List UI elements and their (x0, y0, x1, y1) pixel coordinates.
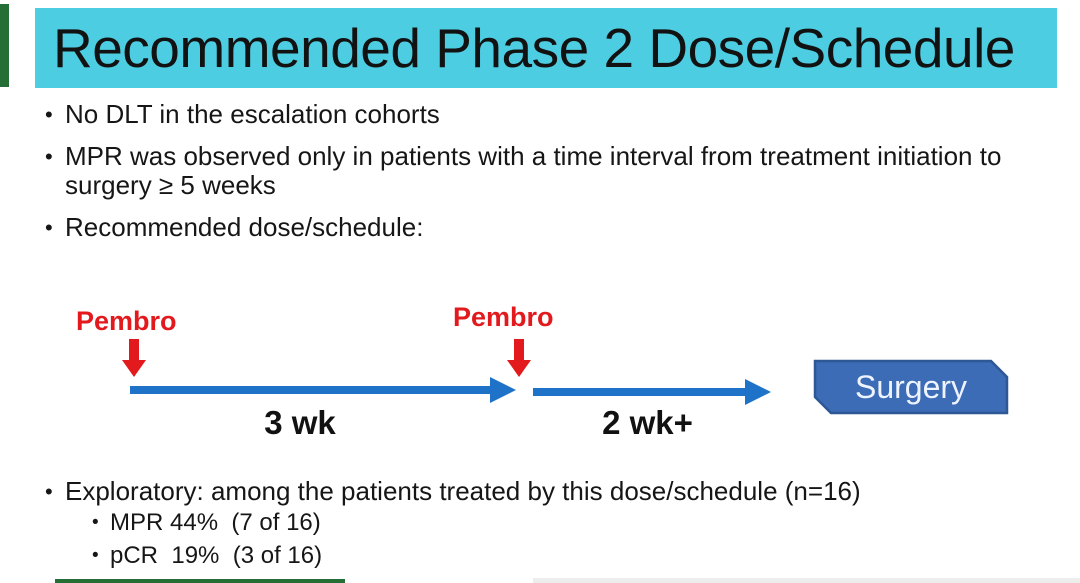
bullet-recommended-dose: • Recommended dose/schedule: (45, 213, 945, 242)
green-edge-bar-top-left (0, 4, 9, 87)
surgery-label: Surgery (854, 368, 968, 405)
bullet-text: Recommended dose/schedule: (65, 212, 424, 242)
bullet-dot: • (45, 215, 53, 240)
bullet-dot: • (45, 102, 53, 127)
bullet-mpr-interval: • MPR was observed only in patients with… (45, 142, 1020, 200)
title-bar: Recommended Phase 2 Dose/Schedule (35, 8, 1057, 88)
bullet-exploratory: • Exploratory: among the patients treate… (45, 477, 1035, 506)
surgery-shape (813, 359, 1009, 415)
bullet-dot: • (45, 144, 53, 169)
timeline-arrow-icon-2 (533, 378, 771, 406)
bullet-text: MPR was observed only in patients with a… (65, 141, 1009, 200)
bullet-dot: • (92, 512, 99, 533)
gray-edge-bar-bottom-right (533, 578, 1080, 583)
timeline-arrow-icon-1 (130, 376, 516, 404)
pembro-dose-2-label: Pembro (453, 302, 554, 332)
bullet-text: Exploratory: among the patients treated … (65, 476, 861, 506)
sub-bullet-text: MPR 44% (7 of 16) (110, 509, 321, 536)
bullet-dot: • (45, 479, 53, 504)
bullet-text: No DLT in the escalation cohorts (65, 99, 440, 129)
bullet-dot: • (92, 545, 99, 566)
green-edge-bar-bottom (55, 579, 345, 583)
interval-1-label: 3 wk (264, 404, 336, 441)
bullet-no-dlt: • No DLT in the escalation cohorts (45, 100, 1025, 129)
surgery-node: Surgery (813, 359, 1009, 415)
page-title: Recommended Phase 2 Dose/Schedule (53, 17, 1015, 79)
pembro-down-arrow-icon-2 (503, 339, 535, 377)
sub-bullet-mpr: • MPR 44% (7 of 16) (92, 509, 592, 536)
pembro-dose-1-label: Pembro (76, 306, 177, 336)
sub-bullet-text: pCR 19% (3 of 16) (110, 542, 323, 569)
pembro-down-arrow-icon-1 (118, 339, 150, 377)
sub-bullet-pcr: • pCR 19% (3 of 16) (92, 542, 592, 569)
interval-2-label: 2 wk+ (602, 404, 693, 441)
